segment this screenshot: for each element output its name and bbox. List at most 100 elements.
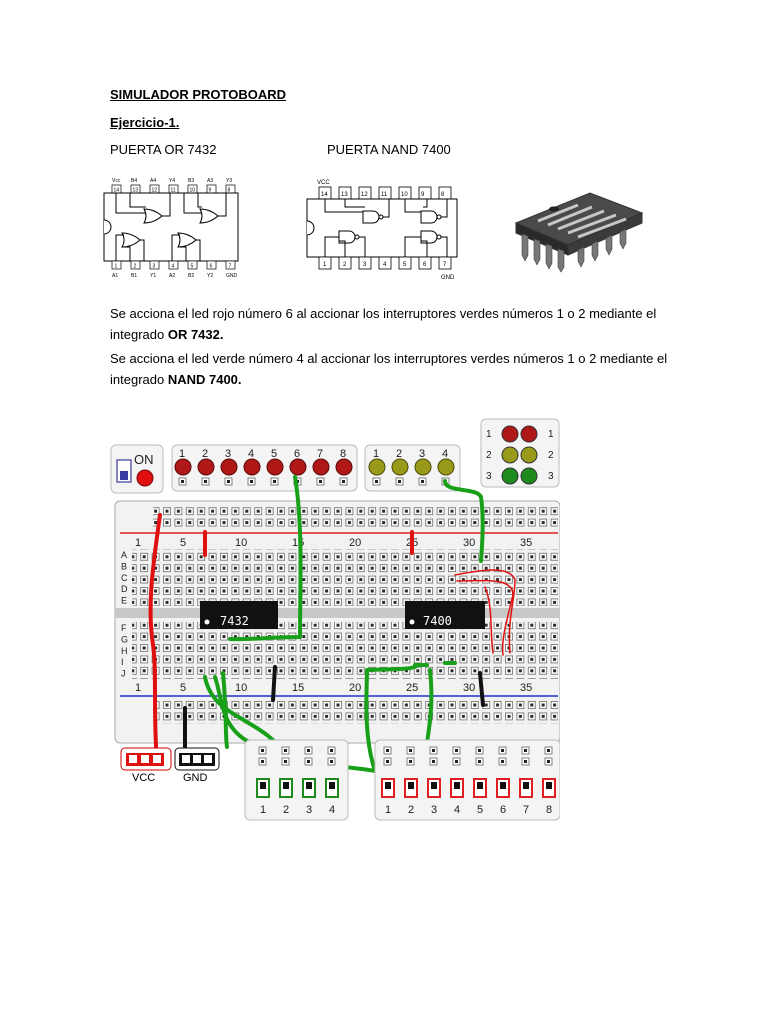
switch-number: 2: [408, 804, 414, 816]
description-or-end: .: [219, 327, 224, 342]
switch-number: 2: [283, 804, 289, 816]
green-wire-chip-input: [221, 671, 229, 749]
column-number-top: 30: [463, 537, 475, 549]
ic-chip-illustration: [514, 192, 644, 273]
or-bottom-label: Y2: [207, 273, 213, 279]
red-thin-wire-2: [456, 579, 514, 656]
or-bottom-label: B2: [188, 273, 194, 279]
red-led: [220, 458, 238, 476]
description-nand: Se acciona el led verde número 4 al acci…: [110, 348, 670, 390]
or-top-label: B4: [131, 178, 137, 184]
red-led: [174, 458, 192, 476]
description-nand-end: .: [237, 372, 242, 387]
nand-bottom-pin: 3: [363, 262, 367, 268]
red-led: [289, 458, 307, 476]
row-letter: D: [121, 584, 128, 594]
column-number-bottom: 25: [406, 682, 418, 694]
red-led-number: 1: [179, 448, 185, 460]
nand-top-pin: 8: [441, 192, 445, 198]
nand-top-pin: 14: [321, 192, 328, 198]
chip-7432[interactable]: 7432: [200, 601, 278, 629]
power-toggle-knob: [120, 471, 128, 480]
column-number-bottom: 35: [520, 682, 532, 694]
traffic-led: [520, 425, 538, 443]
traffic-led: [501, 425, 519, 443]
yellow-led-number: 2: [396, 448, 402, 460]
red-led-number: 8: [340, 448, 346, 460]
vcc-connector-label: VCC: [132, 772, 155, 784]
vcc-connector[interactable]: VCC: [120, 747, 172, 784]
power-indicator-led: [136, 469, 154, 487]
row-letter: B: [121, 561, 127, 571]
chip-7432-label: 7432: [220, 614, 249, 628]
switch-number: 7: [523, 804, 529, 816]
traffic-left-number: 3: [486, 471, 492, 482]
or-top-pin: 9: [209, 188, 212, 194]
description-or: Se acciona el led rojo número 6 al accio…: [110, 303, 670, 345]
row-letter: A: [121, 550, 127, 560]
description-nand-text: Se acciona el led verde número 4 al acci…: [110, 351, 668, 387]
yellow-led: [391, 458, 409, 476]
switch-number: 6: [500, 804, 506, 816]
vcc-wire: [148, 513, 162, 762]
red-led: [335, 458, 353, 476]
traffic-led: [520, 446, 538, 464]
switch-number: 1: [260, 804, 266, 816]
gnd-label: GND: [441, 275, 455, 281]
nand-gate-heading: PUERTA NAND 7400: [327, 142, 451, 157]
row-letter: G: [121, 634, 128, 644]
or-top-pin: 12: [152, 188, 158, 194]
power-switch-panel: ON: [110, 444, 164, 494]
gnd-connector-label: GND: [183, 772, 208, 784]
column-number-bottom: 20: [349, 682, 361, 694]
yellow-led-number: 3: [419, 448, 425, 460]
column-number-top: 15: [292, 537, 304, 549]
or-bottom-pin: 4: [172, 264, 175, 270]
yellow-led-number: 1: [373, 448, 379, 460]
red-led-number: 5: [271, 448, 277, 460]
or-top-pin: 14: [114, 188, 120, 194]
traffic-led: [520, 467, 538, 485]
yellow-led: [414, 458, 432, 476]
red-led-number: 6: [294, 448, 300, 460]
power-on-label: ON: [134, 452, 154, 467]
or-bottom-label: B1: [131, 273, 137, 279]
or-top-pin: 11: [171, 188, 176, 194]
green-wire-led4: [443, 479, 485, 563]
or-bottom-pin: 1: [115, 264, 118, 270]
traffic-led: [501, 446, 519, 464]
or-bottom-pin: 7: [229, 264, 232, 270]
or-top-label: Y4: [169, 178, 175, 184]
nand-bottom-pin: 2: [343, 262, 347, 268]
gnd-connector[interactable]: GND: [174, 747, 220, 784]
green-wire-led6: [228, 475, 303, 642]
column-number-bottom: 15: [292, 682, 304, 694]
or-bottom-label: A1: [112, 273, 118, 279]
document-title: SIMULADOR PROTOBOARD: [110, 87, 286, 102]
nand-bottom-pin: 5: [403, 262, 407, 268]
yellow-led: [368, 458, 386, 476]
row-letter: C: [121, 573, 128, 583]
column-number-top: 1: [135, 537, 141, 549]
or-bottom-pin: 6: [210, 264, 213, 270]
chip-7400-label: 7400: [423, 614, 452, 628]
or-top-label: Y3: [226, 178, 232, 184]
nand-top-pin: 9: [421, 192, 425, 198]
chip-7400[interactable]: 7400: [405, 601, 485, 629]
description-or-chip: OR 7432: [167, 327, 220, 342]
traffic-right-number: 3: [548, 471, 554, 482]
column-number-top: 35: [520, 537, 532, 549]
or-bottom-label: GND: [226, 273, 238, 279]
or-top-label: A3: [207, 178, 213, 184]
switch-number: 3: [431, 804, 437, 816]
or-bottom-label: A2: [169, 273, 175, 279]
nand-bottom-pin: 1: [323, 262, 327, 268]
or-bottom-pin: 5: [191, 264, 194, 270]
column-number-bottom: 5: [180, 682, 186, 694]
or-bottom-pin: 2: [134, 264, 137, 270]
column-number-bottom: 30: [463, 682, 475, 694]
